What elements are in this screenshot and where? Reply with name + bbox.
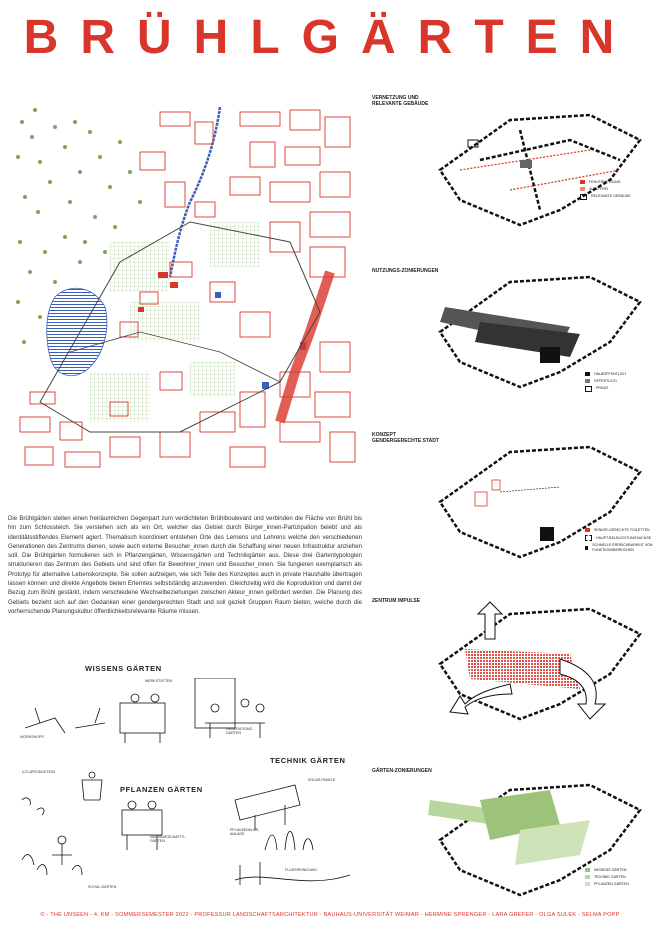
buildings (19, 109, 356, 468)
diagram-label-gender: KONZEPT GENDERGERECHTE STADT (372, 432, 439, 444)
diagram-nutzung (438, 275, 642, 389)
project-description: Die Brühlgärten stellen einen freiräumli… (8, 515, 362, 615)
section-title-wissens: WISSENS GÄRTEN (85, 664, 162, 673)
label-coproduktion: (CO-)PRODUKTION (22, 770, 55, 774)
diagram-zentrum (438, 601, 642, 721)
label-werkstaetten: WERKSTÄTTEN (145, 679, 173, 683)
river (168, 106, 222, 278)
diagram-gender (438, 445, 642, 559)
poster-title: BRÜHLGÄRTEN (23, 11, 637, 64)
site-boundary (39, 221, 321, 433)
label-schulgaerten: SCHUL-GÄRTEN (88, 885, 117, 889)
illustration-technik (234, 784, 351, 885)
label-solarpanele: SOLAR-PANELE (308, 778, 336, 782)
diagram-label-nutzung: NUTZUNGS-ZONIERUNGEN (372, 268, 439, 274)
legend-nutzung: HALBÖFFENTLICH ÖFFENTLICH PRIVAT (585, 372, 626, 394)
label-flussreinigung: FLUSSREINIGUNG (285, 868, 317, 872)
diagram-label-vernetzung: VERNETZUNG UND RELEVANTE GEBÄUDE (372, 95, 429, 107)
railway (275, 270, 335, 424)
diagram-vernetzung (438, 113, 642, 227)
legend-gaerten: WISSENS GÄRTEN TECHNIK GÄRTEN PFLANZEN G… (585, 868, 629, 888)
section-title-pflanzen: PFLANZEN GÄRTEN (120, 785, 203, 794)
label-workshops: WORKSHOPS (20, 735, 44, 739)
diagram-label-zentrum: ZENTRUM IMPULSE (372, 598, 421, 604)
illustration-wissens (24, 678, 265, 743)
label-pflanzenklaeranlage: PFLANZENKLÄR-ANLAGE (230, 828, 260, 836)
illustration-pflanzen (21, 771, 163, 876)
label-nachbarschaftsgaerten: NACHBARSCHAFTS-GÄRTEN (150, 835, 186, 843)
site-plan-map (16, 106, 356, 468)
lake (46, 288, 108, 377)
label-generationsgaerten: GENERATIONS-GÄRTEN (226, 727, 254, 735)
legend-vernetzung: FEHLERNETZUNG AUTO FREI RELEVANTE GEBÄUD… (580, 180, 631, 202)
footer-credits: © - THE UNSEEN - 4. KM - SOMMERSEMESTER … (40, 912, 620, 918)
section-title-technik: TECHNIK GÄRTEN (270, 756, 346, 765)
diagram-gaerten (428, 783, 642, 897)
legend-gender: SENIOR-GERECHTE TOILETTEN HAUPT-BELEUCHT… (585, 528, 660, 554)
diagram-label-gaerten: GÄRTEN-ZONIERUNGEN (372, 768, 432, 774)
forest-trees (16, 108, 142, 344)
